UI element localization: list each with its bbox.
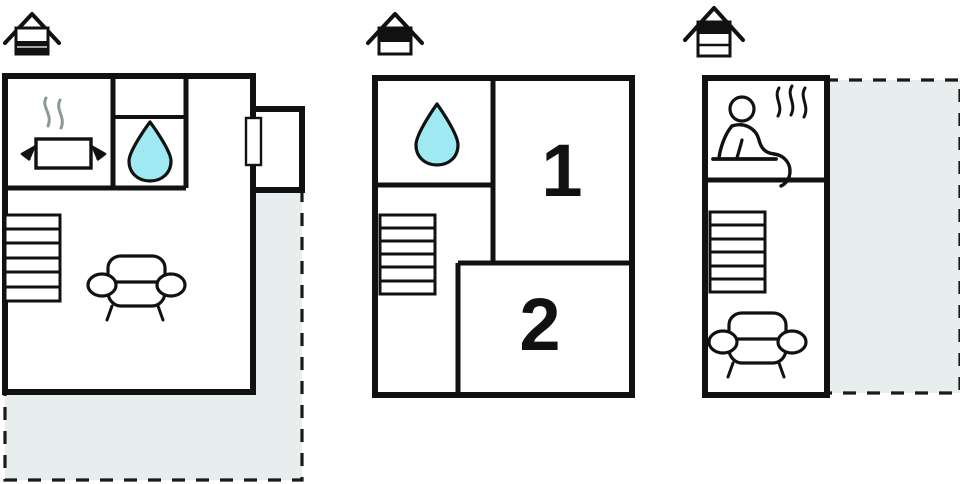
entry-door[interactable] (244, 116, 263, 167)
staircase (3, 213, 62, 303)
house-icon-attic-floor (683, 6, 745, 58)
cooking-pot-icon (20, 96, 107, 170)
sauna-icon (711, 84, 808, 188)
interior-walls (375, 78, 632, 395)
water-drop-icon (127, 120, 173, 183)
interior-walls (5, 76, 189, 191)
room-label-1: 1 (541, 129, 582, 212)
terrace-area (823, 78, 960, 395)
sofa-icon (707, 311, 808, 379)
staircase (708, 210, 767, 294)
entry-porch (244, 106, 305, 193)
house-icon-upper-floor (366, 12, 424, 56)
room-label-2: 2 (519, 283, 560, 366)
plan-ground-floor (2, 12, 305, 482)
staircase (378, 213, 437, 296)
water-drop-icon (414, 102, 460, 167)
plan-upper-floor: 1 2 (366, 12, 635, 398)
house-icon-ground-floor (3, 12, 61, 56)
sofa-icon (86, 254, 187, 322)
plan-attic-floor (683, 6, 960, 398)
